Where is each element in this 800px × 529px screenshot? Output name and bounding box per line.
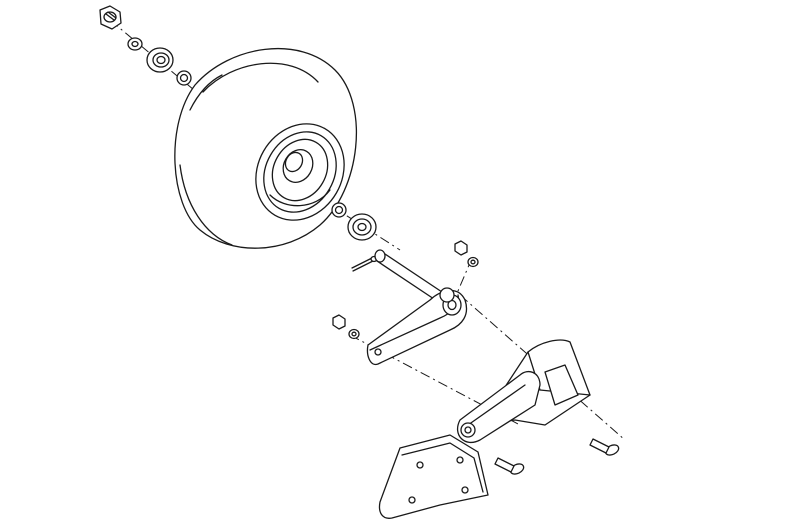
caster-fork-arm [366,249,468,366]
hex-nut [99,5,122,30]
carriage-bolt-right [589,438,620,456]
spacer-ring-top [176,70,192,86]
arm-pivot [439,287,455,303]
cotter-pin [351,255,378,272]
flat-washer [127,37,143,51]
spacer-ring-bottom [331,202,347,218]
right-nut-washer [454,240,479,268]
plate-hole-1 [416,461,424,469]
bracket-pocket [544,364,579,406]
mounting-bracket [378,339,591,519]
wheel-assembly [174,47,358,249]
wheel-bearing-bottom [347,213,377,241]
washer-small-left [348,328,360,340]
left-nut-washer [332,314,360,340]
hub-hardware-bottom [331,202,377,241]
plate-hole-4 [461,486,469,494]
mounting-plate [378,434,489,519]
hub-hardware-top [99,5,192,86]
plate-hole-3 [408,496,416,504]
hub-bore [284,151,304,173]
nut-small-right [454,240,468,256]
plate-hole-2 [456,456,464,464]
carriage-bolt-left [494,457,525,475]
nut-small-left [332,314,346,330]
wheel-rim [255,123,345,221]
arm-bolt-hole [374,348,382,356]
bracket-hole [460,422,476,438]
washer-small-right [467,256,479,268]
wheel-bearing-top [146,47,174,73]
